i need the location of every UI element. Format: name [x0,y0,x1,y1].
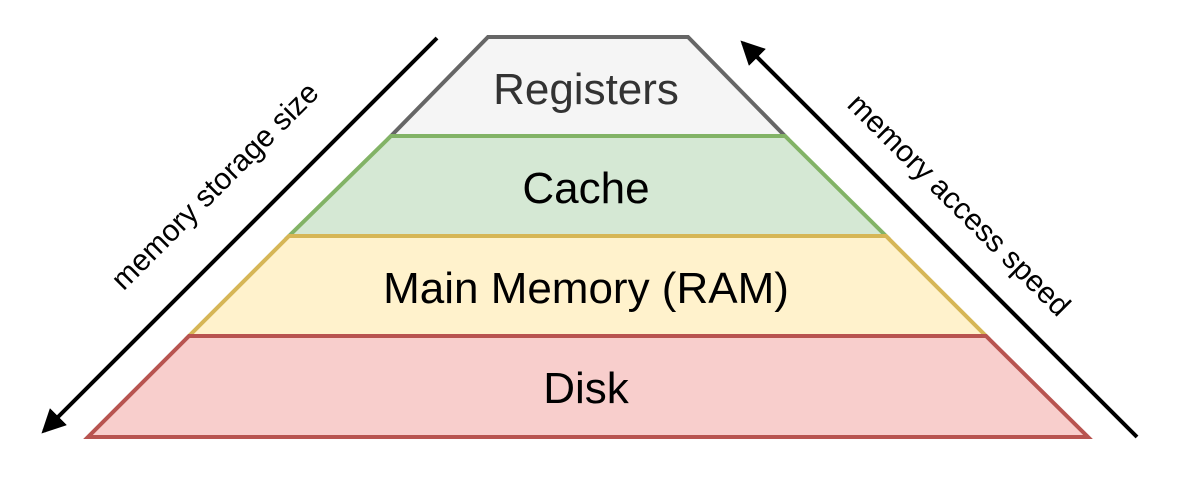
tier-main-memory-label: Main Memory (RAM) [383,264,789,313]
tier-registers: Registers [386,35,790,138]
tier-cache-label: Cache [522,164,649,213]
tier-disk-label: Disk [543,364,630,413]
tier-main-memory: Main Memory (RAM) [184,234,991,338]
tier-cache: Cache [284,134,891,238]
tier-disk: Disk [83,334,1093,439]
access-speed-arrow-line [740,40,1139,439]
storage-size-arrow-line [41,36,439,434]
tier-disk-shape [83,334,1093,439]
tier-registers-label: Registers [493,65,679,114]
